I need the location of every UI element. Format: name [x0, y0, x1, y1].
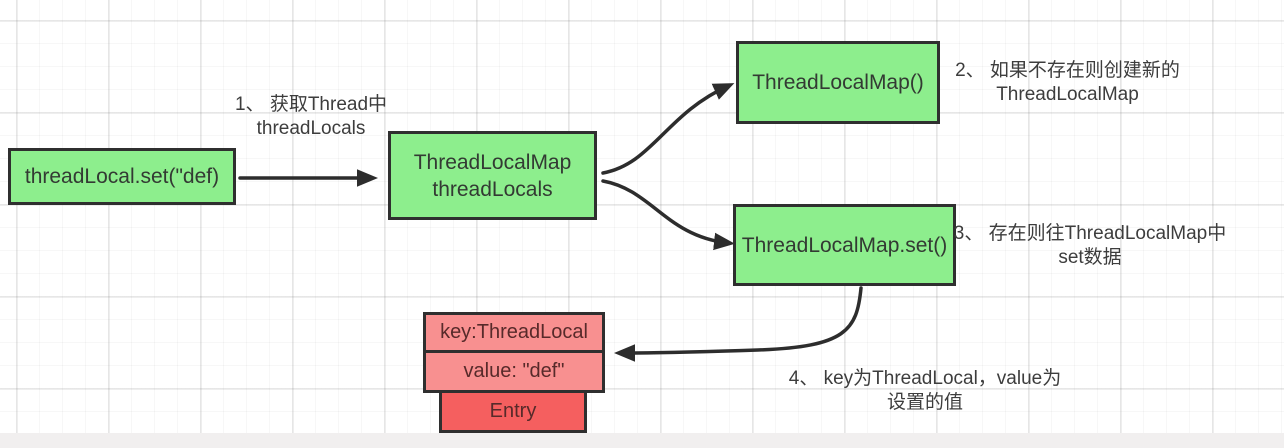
annotation-step-4: 4、 key为ThreadLocal，value为 设置的值 — [770, 367, 1080, 415]
node-set-label: ThreadLocalMap.set() — [741, 233, 948, 257]
node-entry-value: value: "def" — [423, 350, 605, 393]
node-threadlocalmap-set: ThreadLocalMap.set() — [733, 204, 956, 286]
arrow-set-to-entry — [614, 286, 863, 362]
node-map-line2: threadLocals — [432, 177, 553, 201]
canvas-bottom-strip — [0, 433, 1284, 448]
annotation-step-2-line2: ThreadLocalMap — [996, 84, 1139, 105]
annotation-step-4-line1: 4、 key为ThreadLocal，value为 — [788, 368, 1062, 389]
arrow-map-to-set — [601, 179, 735, 251]
node-threadlocalmap-constructor: ThreadLocalMap() — [736, 41, 940, 124]
node-constructor-label: ThreadLocalMap() — [752, 71, 924, 94]
annotation-step-2-line1: 2、 如果不存在则创建新的 — [955, 60, 1180, 81]
node-entry-key-label: key:ThreadLocal — [440, 321, 588, 343]
node-threadlocal-set-label: threadLocal.set("def) — [24, 165, 220, 188]
annotation-step-1: 1、 获取Thread中 threadLocals — [206, 93, 416, 141]
annotation-step-1-line1: 1、 获取Thread中 — [234, 94, 388, 115]
annotation-step-3-line2: set数据 — [1058, 247, 1122, 268]
annotation-step-3-line1: 3、 存在则往ThreadLocalMap中 — [953, 223, 1227, 244]
node-entry: Entry — [439, 390, 587, 433]
node-map-line1: ThreadLocalMap — [413, 150, 572, 174]
annotation-step-4-line2: 设置的值 — [886, 392, 963, 413]
node-threadlocal-set: threadLocal.set("def) — [8, 148, 236, 205]
annotation-step-3: 3、 存在则往ThreadLocalMap中 set数据 — [945, 222, 1235, 270]
node-entry-value-label: value: "def" — [463, 360, 565, 382]
annotation-step-2: 2、 如果不存在则创建新的 ThreadLocalMap — [940, 59, 1195, 107]
node-entry-key: key:ThreadLocal — [423, 312, 605, 353]
node-entry-label: Entry — [489, 400, 537, 422]
arrow-map-to-create — [601, 83, 735, 175]
annotation-step-1-line2: threadLocals — [256, 118, 366, 139]
node-threadlocalmap-threadlocals: ThreadLocalMap threadLocals — [388, 131, 597, 220]
